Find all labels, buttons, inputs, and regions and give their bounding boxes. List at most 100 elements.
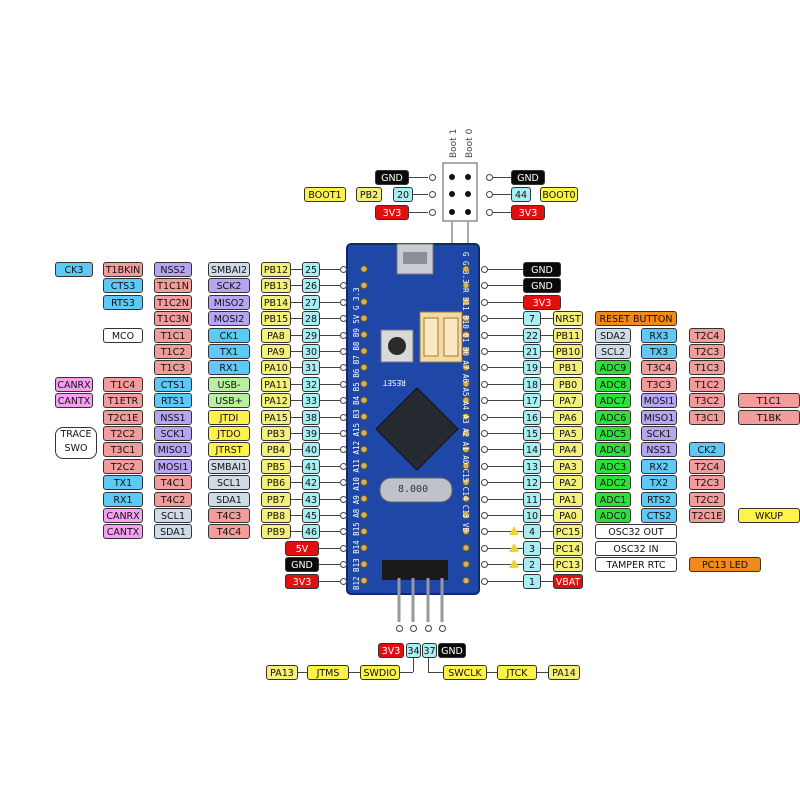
- pin-terminal: [340, 561, 347, 569]
- left-label-scl1: SCL1: [154, 508, 192, 523]
- right-label-pa0: PA0: [553, 508, 583, 523]
- header-hole: [360, 445, 368, 454]
- connector-line: [291, 383, 302, 385]
- connector-line: [537, 672, 548, 673]
- bottom-34: 34: [406, 643, 421, 658]
- right-label-vbat: VBAT: [553, 573, 583, 589]
- pin-terminal: [486, 209, 493, 216]
- left-label-pb5: PB5: [261, 458, 291, 474]
- header-hole: [360, 265, 368, 273]
- header-hole: [360, 363, 368, 372]
- right-label-adc4: ADC4: [595, 442, 631, 458]
- header-hole: [462, 445, 470, 454]
- pin-terminal: [340, 577, 347, 585]
- header-hole: [462, 511, 470, 519]
- connector-line: [319, 564, 340, 566]
- connector-line: [291, 433, 302, 434]
- left-label-pb7: PB7: [261, 491, 291, 507]
- header-hole: [360, 560, 368, 568]
- left-label-scl1: SCL1: [208, 475, 250, 491]
- left-pin-27: 27: [302, 294, 320, 310]
- left-label-t2c1e: T2C1E: [103, 409, 143, 425]
- connector-line: [487, 334, 523, 336]
- right-label-pb1: PB1: [553, 360, 583, 376]
- pin-terminal: [340, 479, 347, 487]
- connector-line: [319, 580, 340, 582]
- mcu-chip: [375, 387, 459, 471]
- connector-line: [291, 269, 302, 270]
- right-label-t1bk: T1BK: [738, 409, 800, 425]
- board-reset-text: RESET: [383, 378, 406, 387]
- right-label-cts2: CTS2: [641, 508, 677, 523]
- connector-line: [413, 194, 428, 195]
- right-label-pc13: PC13: [553, 557, 583, 573]
- right-label-ck2: CK2: [689, 442, 725, 458]
- connector-line: [541, 465, 553, 467]
- connector-line: [291, 318, 302, 320]
- jumper-pin: [465, 174, 471, 180]
- jumper-pin: [449, 209, 455, 215]
- connector-line: [487, 367, 523, 369]
- board-right-edge-text: G G 3.3 R B11 B10 B1 B0 A7 A6 A5 A4 A3 A…: [461, 252, 470, 532]
- header-hole: [462, 314, 470, 322]
- crystal: [379, 477, 453, 503]
- right-label-pc13-led: PC13 LED: [689, 557, 761, 573]
- left-pin-28: 28: [302, 311, 320, 327]
- connector-line: [409, 177, 428, 178]
- connector-line: [492, 177, 511, 178]
- right-pin-17: 17: [523, 393, 541, 409]
- left-label-t2c2: T2C2: [103, 426, 143, 441]
- left-label-t2c2: T2C2: [103, 458, 143, 474]
- right-label-t2c4: T2C4: [689, 327, 725, 343]
- header-hole: [462, 380, 470, 388]
- header-hole: [462, 429, 470, 437]
- left-pin-25: 25: [302, 262, 320, 277]
- header-hole: [462, 347, 470, 355]
- right-label-pa3: PA3: [553, 458, 583, 474]
- left-label-pb9: PB9: [261, 524, 291, 540]
- left-label-canrx: CANRX: [55, 376, 93, 392]
- pin-terminal: [340, 364, 347, 372]
- header-hole: [462, 494, 470, 503]
- boot-pin-44: 44: [511, 187, 531, 202]
- header-hole: [360, 478, 368, 486]
- header-hole: [360, 494, 368, 503]
- connector-line: [320, 351, 340, 352]
- connector-line: [291, 416, 302, 418]
- right-label-wkup: WKUP: [738, 508, 800, 523]
- boot-left-3v3: 3V3: [375, 205, 409, 220]
- pin-terminal: [486, 191, 493, 198]
- right-power-gnd: GND: [523, 278, 561, 294]
- left-label-pa15: PA15: [261, 409, 291, 425]
- jumper-pin: [449, 191, 455, 197]
- right-pin-21: 21: [523, 344, 541, 359]
- left-label-cantx: CANTX: [55, 393, 93, 409]
- connector-line: [486, 269, 523, 270]
- left-label-pa11: PA11: [261, 376, 291, 392]
- connector-line: [487, 672, 497, 673]
- connector-line: [291, 515, 302, 516]
- right-label-t1c2: T1C2: [689, 376, 725, 392]
- connector-line: [487, 498, 523, 500]
- right-label-pb11: PB11: [553, 327, 583, 343]
- pin-terminal: [340, 413, 347, 421]
- connector-line: [541, 580, 553, 582]
- right-label-adc0: ADC0: [595, 508, 631, 523]
- left-label-t4c1: T4C1: [154, 475, 192, 491]
- header-hole: [462, 462, 470, 470]
- left-pin-29: 29: [302, 327, 320, 343]
- left-pin-26: 26: [302, 278, 320, 294]
- left-label-ck3: CK3: [55, 262, 93, 277]
- right-label-osc32-out: OSC32 OUT: [595, 524, 677, 540]
- left-label-t1c4: T1C4: [103, 376, 143, 392]
- header-hole: [462, 412, 470, 421]
- left-label-t4c4: T4C4: [208, 524, 250, 540]
- connector-line: [291, 465, 302, 467]
- connector-line: [487, 433, 523, 434]
- connector-line: [541, 351, 553, 352]
- connector-line: [487, 482, 523, 484]
- right-label-pa6: PA6: [553, 409, 583, 425]
- connector-line: [320, 482, 340, 484]
- right-pin-11: 11: [523, 491, 541, 507]
